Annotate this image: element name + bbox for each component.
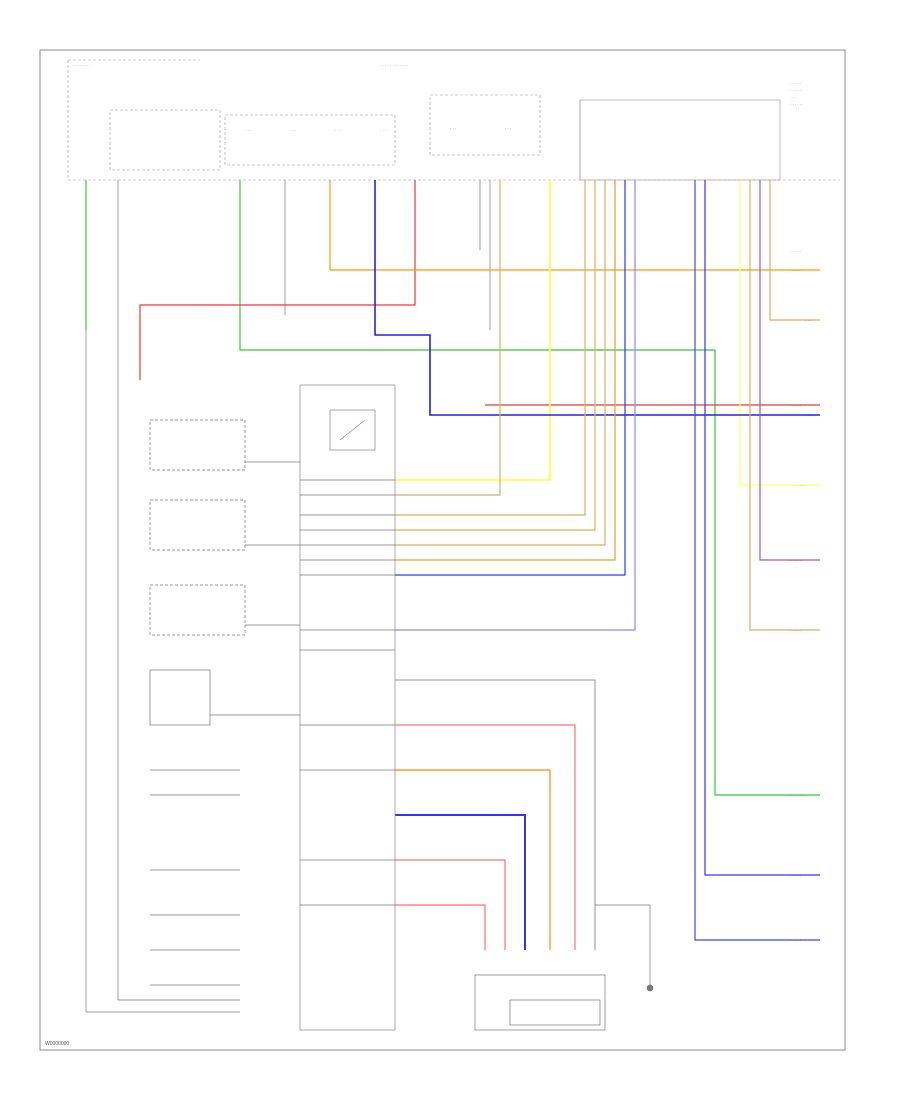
svg-text:· · · · ·: · · · · ·	[790, 88, 801, 93]
svg-text:· · · · ·: · · · · ·	[790, 268, 801, 273]
svg-text:· · ·: · · ·	[790, 95, 796, 100]
colored-wires	[85, 180, 820, 950]
svg-text:· · ·: · · ·	[805, 413, 811, 418]
svg-text:· · · ·: · · · ·	[795, 483, 804, 488]
svg-text:· · · · ·: · · · · ·	[790, 793, 801, 798]
fuse-labels: · · · · · · · · · · · · · · · · · · · · …	[70, 63, 804, 133]
svg-text:· · ·: · · ·	[450, 126, 456, 131]
svg-text:· · · · ·: · · · · ·	[790, 249, 801, 254]
svg-text:· · · · · · · · · · · ·: · · · · · · · · · · · ·	[380, 63, 408, 68]
fuse-relay-box	[67, 59, 840, 181]
right-wire-labels: · · · · · · · · · · · · · · · · · · · · …	[790, 249, 811, 943]
svg-text:· · ·: · · ·	[505, 126, 511, 131]
svg-text:· · ·: · · ·	[380, 128, 386, 133]
actuator-connector	[474, 904, 654, 1031]
svg-text:· · ·: · · ·	[245, 128, 251, 133]
svg-text:· · ·: · · ·	[290, 128, 296, 133]
svg-text:· · · · · · · · ·: · · · · · · · · ·	[70, 63, 91, 68]
svg-text:· · · · ·: · · · · ·	[790, 873, 801, 878]
module-pin-stubs	[300, 479, 395, 906]
switch-boxes	[149, 419, 300, 986]
svg-text:· · · · ·: · · · · ·	[790, 938, 801, 943]
svg-text:· · · · ·: · · · · ·	[790, 81, 801, 86]
diagram-frame	[39, 49, 846, 1051]
svg-text:· · · · ·: · · · · ·	[790, 403, 801, 408]
control-module	[299, 384, 396, 1031]
svg-text:· · · · · ·: · · · · · ·	[790, 102, 804, 107]
footer-code: W0000000	[45, 1041, 69, 1047]
svg-text:· · ·: · · ·	[335, 128, 341, 133]
svg-text:· · ·: · · ·	[805, 318, 811, 323]
svg-text:· · · · ·: · · · · ·	[790, 558, 801, 563]
svg-text:· · · · ·: · · · · ·	[790, 628, 801, 633]
